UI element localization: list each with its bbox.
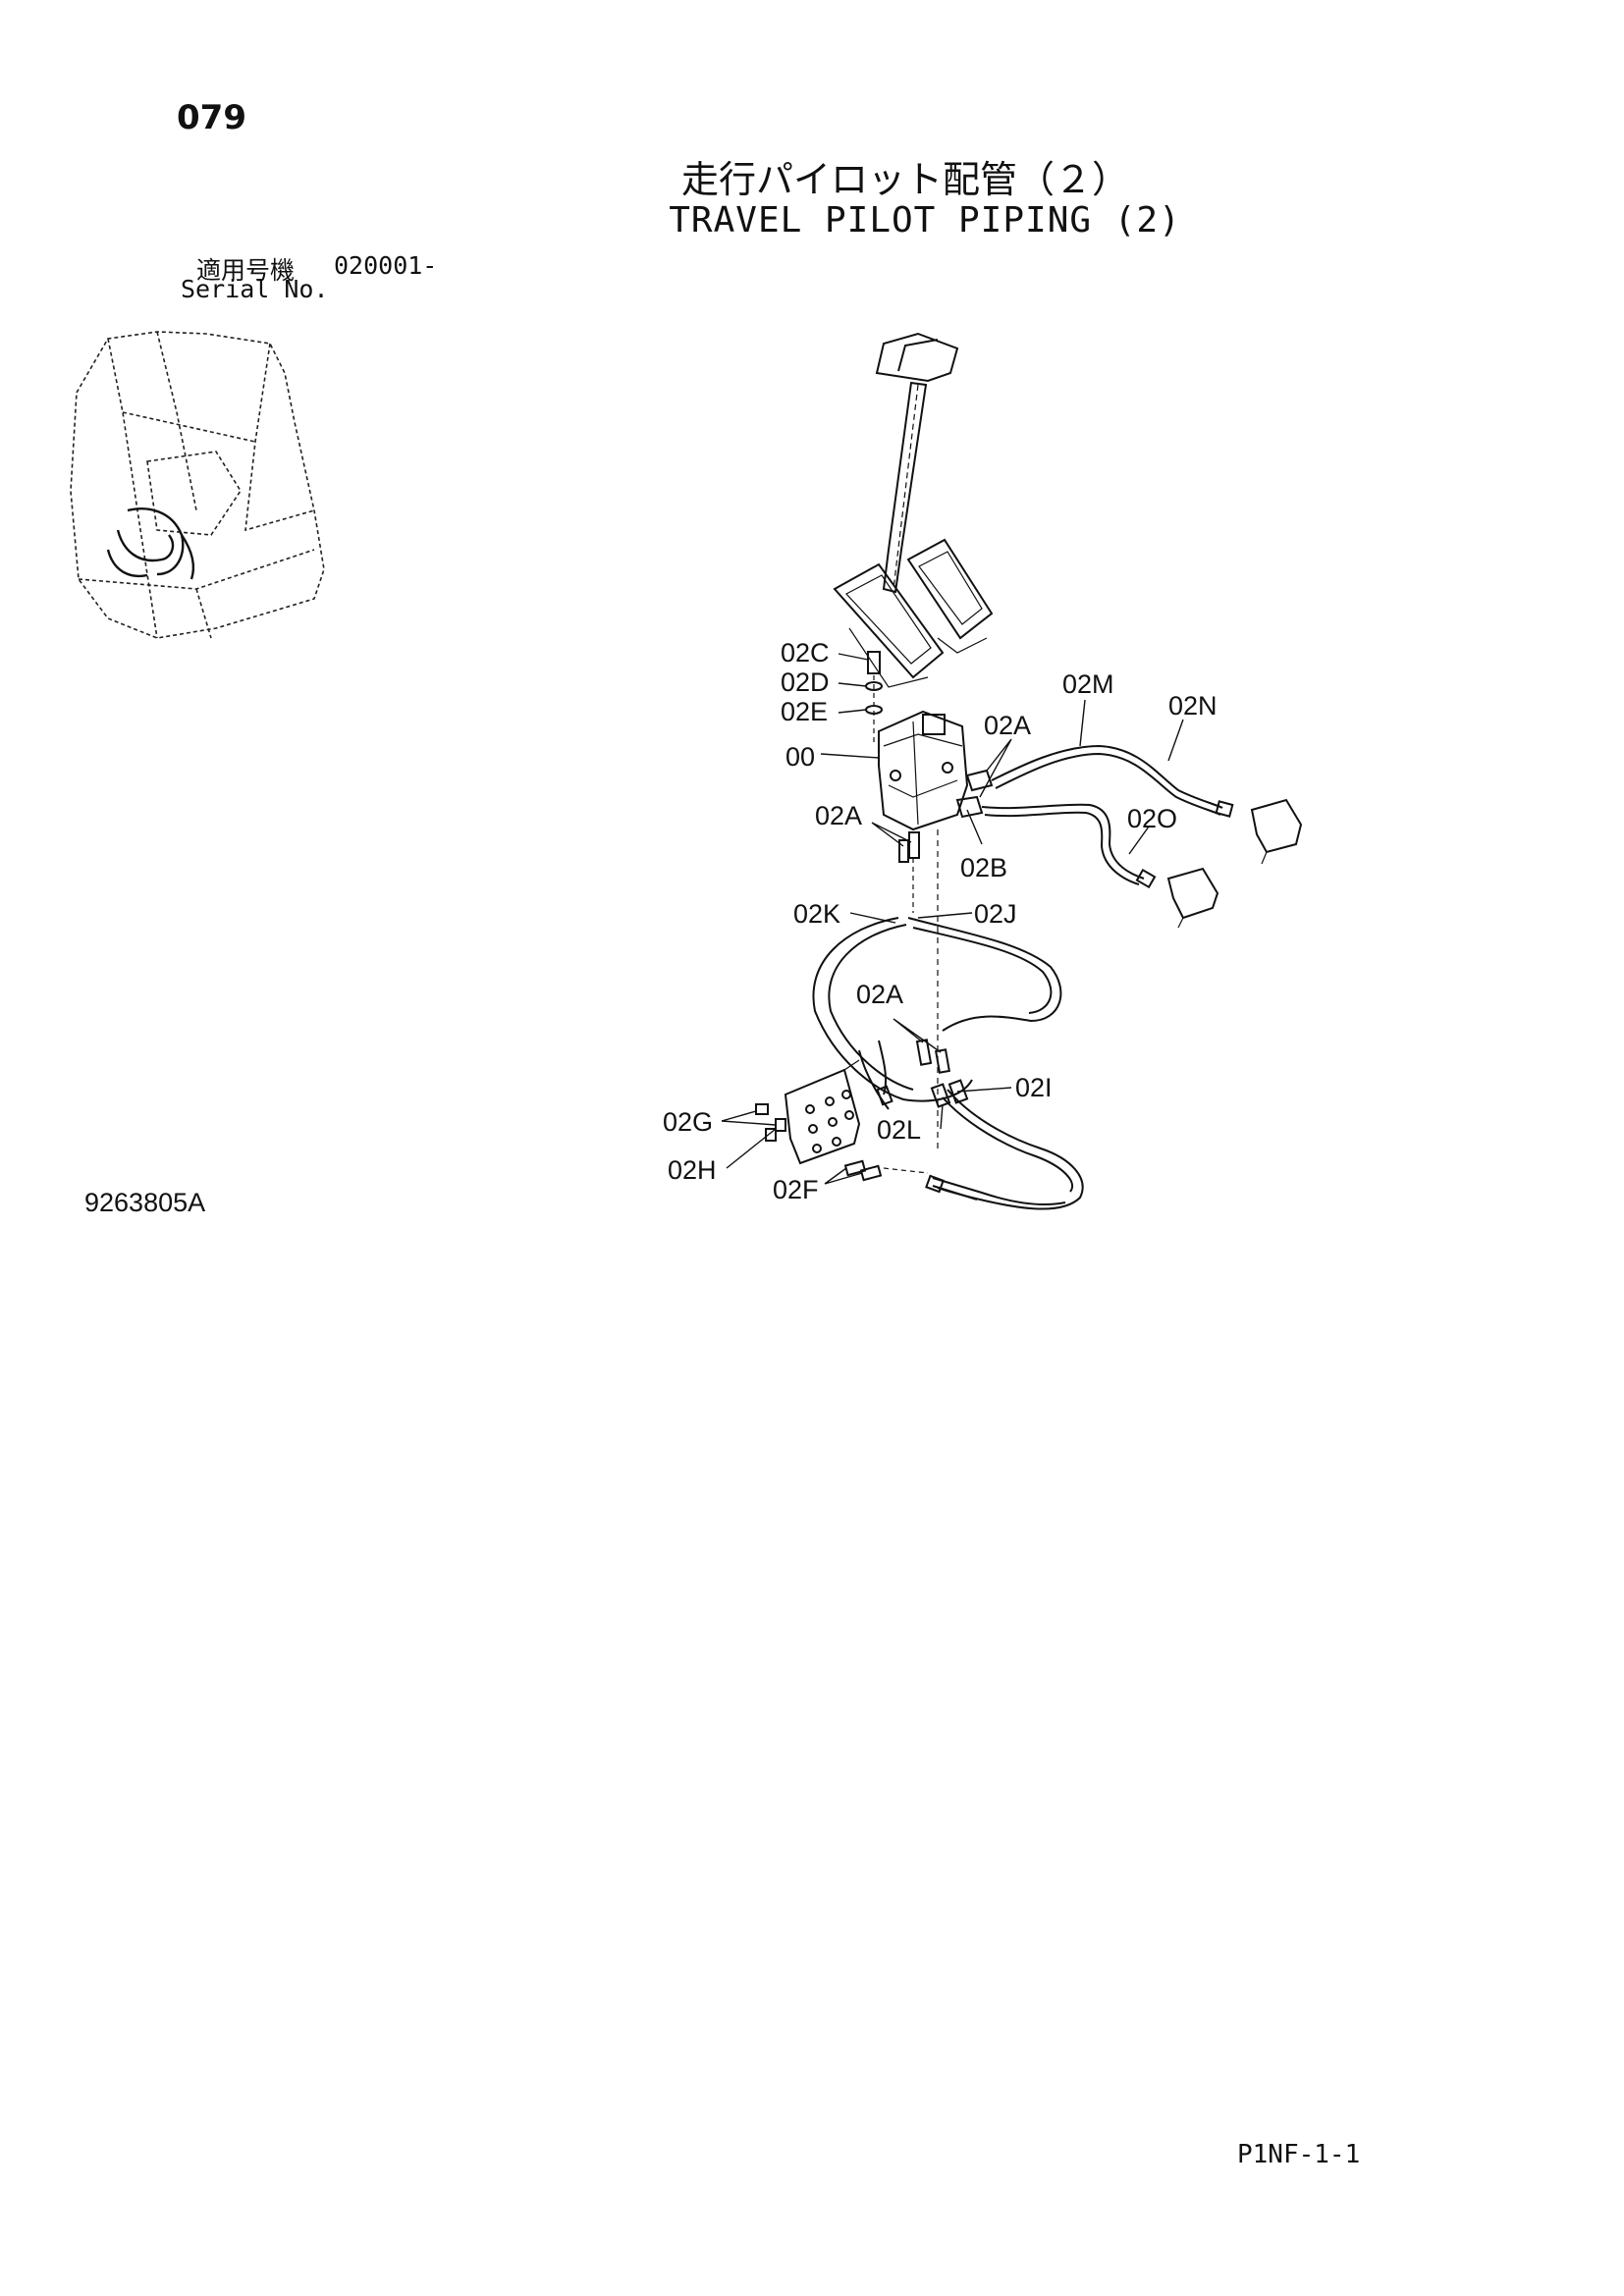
pilot-valve [878, 710, 969, 831]
page-title-japanese: 走行パイロット配管（２） [680, 158, 1129, 201]
manifold-block [755, 1059, 861, 1165]
callout-00: 00 [785, 742, 815, 772]
travel-pedals [833, 538, 994, 688]
serial-range: 020001- [334, 251, 438, 280]
hose-02M-02N [991, 744, 1234, 818]
page-title-english: TRAVEL PILOT PIPING (2) [669, 200, 1181, 240]
callout-02K: 02K [793, 899, 840, 929]
bottom-fittings [843, 1159, 1066, 1205]
callout-02M: 02M [1062, 669, 1114, 699]
callout-02N: 02N [1168, 691, 1218, 721]
serial-label-english: Serial No. [181, 275, 329, 303]
callout-02I: 02I [1015, 1073, 1053, 1102]
callout-02D: 02D [781, 667, 830, 697]
serial-label-japanese: 適用号機 [196, 256, 296, 285]
callout-02A-top: 02A [984, 711, 1031, 740]
pedal-brackets [1166, 798, 1303, 929]
callout-02A-left: 02A [815, 801, 862, 830]
callout-02F: 02F [773, 1175, 819, 1204]
hose-02O [981, 803, 1157, 889]
callout-02O: 02O [1127, 804, 1177, 833]
callout-02J: 02J [974, 899, 1017, 929]
page-number: 079 [177, 98, 246, 137]
page-code: P1NF-1-1 [1237, 2140, 1361, 2169]
callout-02L: 02L [877, 1115, 921, 1145]
callout-02H: 02H [668, 1155, 717, 1185]
callout-02A-mid: 02A [856, 980, 903, 1009]
callout-02C: 02C [781, 638, 830, 667]
travel-lever [875, 332, 959, 594]
callout-02G: 02G [663, 1107, 713, 1137]
drawing-number: 9263805A [84, 1188, 206, 1217]
valve-fittings [898, 769, 994, 1148]
mid-fittings [915, 1039, 969, 1108]
callout-02B: 02B [960, 853, 1007, 882]
callout-02E: 02E [781, 697, 828, 726]
